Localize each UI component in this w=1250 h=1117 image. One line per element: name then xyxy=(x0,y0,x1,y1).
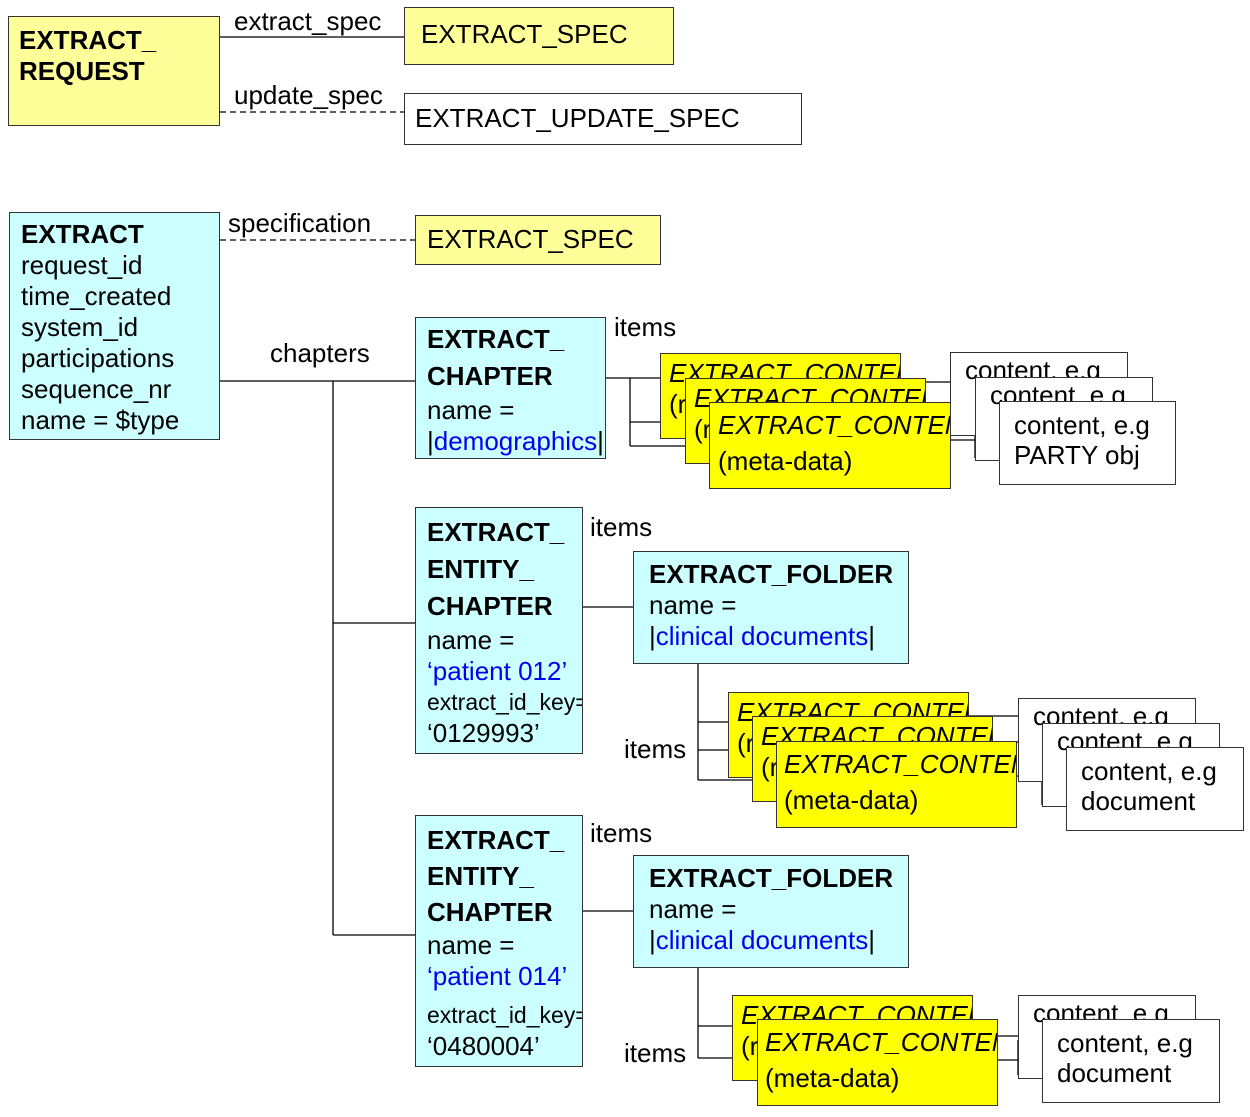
chapter-name-value: demographics xyxy=(433,426,598,456)
entity-chapter-1-title-line1: EXTRACT_ xyxy=(427,517,565,547)
update-spec-link-label: update_spec xyxy=(234,80,383,110)
chapters-link-label: chapters xyxy=(270,338,370,368)
folder-1-name-label: name = xyxy=(649,590,737,620)
chapter-payload-line2: PARTY obj xyxy=(1014,440,1140,470)
folder-2-content-front-title: EXTRACT_CONTENT xyxy=(765,1027,997,1057)
folder-2-payload-line2: document xyxy=(1057,1058,1172,1088)
folder-1-content-front-meta: (meta-data) xyxy=(784,785,919,815)
extract-spec-box[interactable]: EXTRACT_SPEC xyxy=(415,215,661,265)
extract-request-title-line1: EXTRACT_ xyxy=(19,25,157,55)
folder-2-content-back-meta: (r xyxy=(741,1031,759,1061)
extract-spec-box-top[interactable]: EXTRACT_SPEC xyxy=(404,7,674,65)
folder-2-items-label: items xyxy=(624,1038,687,1068)
chapter-content-box-front[interactable]: EXTRACT_CONTENT (meta-data) xyxy=(709,402,951,489)
extract-chapter-box[interactable]: EXTRACT_ CHAPTER name = |demographics| xyxy=(415,317,606,459)
chapter-content-back-meta: (r xyxy=(669,389,687,419)
chapter-content-front-meta: (meta-data) xyxy=(718,446,853,476)
entity-chapter-1-name-value: ‘patient 012’ xyxy=(427,656,568,686)
folder-2-title: EXTRACT_FOLDER xyxy=(649,863,894,893)
folder-2-content-box-front[interactable]: EXTRACT_CONTENT (meta-data) xyxy=(757,1019,998,1106)
entity-chapter-2-name-label: name = xyxy=(427,930,515,960)
folder-2-name-value: clinical documents xyxy=(655,925,869,955)
entity-chapter-1-title-line3: CHAPTER xyxy=(427,591,553,621)
chapter-payload-line1: content, e.g xyxy=(1014,410,1150,440)
entity-chapter-2-title-line3: CHAPTER xyxy=(427,897,553,927)
extract-request-title-line2: REQUEST xyxy=(19,56,145,86)
chapter-title-line1: EXTRACT_ xyxy=(427,324,565,354)
entity-chapter-1-title-line2: ENTITY_ xyxy=(427,554,534,584)
extract-attr-system-id: system_id xyxy=(21,312,139,342)
folder-2-name-label: name = xyxy=(649,894,737,924)
extract-attr-request-id: request_id xyxy=(21,250,143,280)
folder-box-1[interactable]: EXTRACT_FOLDER name = |clinical document… xyxy=(633,551,909,664)
folder-1-content-back-meta: (r xyxy=(737,728,755,758)
entity-chapter-box-2[interactable]: EXTRACT_ ENTITY_ CHAPTER name = ‘patient… xyxy=(415,815,583,1067)
chapter-content-middle-meta: (r xyxy=(694,414,712,444)
folder-2-content-front-meta: (meta-data) xyxy=(765,1063,900,1093)
folder-1-content-middle-meta: (r xyxy=(761,752,779,782)
entity-chapter-2-items-label: items xyxy=(590,818,653,848)
entity-chapter-1-key-label: extract_id_key= xyxy=(427,689,583,715)
extract-box[interactable]: EXTRACT request_id time_created system_i… xyxy=(9,212,220,440)
entity-chapter-1-items-label: items xyxy=(590,512,653,542)
entity-chapter-2-title-line2: ENTITY_ xyxy=(427,861,534,891)
chapter-name-label: name = xyxy=(427,395,515,425)
extract-title: EXTRACT xyxy=(21,219,144,249)
entity-chapter-2-name-value: ‘patient 014’ xyxy=(427,961,568,991)
chapter-payload-box-front[interactable]: content, e.g PARTY obj xyxy=(999,401,1176,485)
chapter-content-front-title: EXTRACT_CONTENT xyxy=(718,410,950,440)
folder-1-payload-line2: document xyxy=(1081,786,1196,816)
entity-chapter-box-1[interactable]: EXTRACT_ ENTITY_ CHAPTER name = ‘patient… xyxy=(415,507,583,754)
extract-attr-name: name = $type xyxy=(21,405,180,435)
entity-chapter-2-key-value: ‘0480004’ xyxy=(427,1031,540,1061)
folder-box-2[interactable]: EXTRACT_FOLDER name = |clinical document… xyxy=(633,855,909,968)
extract-attr-sequence-nr: sequence_nr xyxy=(21,374,172,404)
entity-chapter-1-name-label: name = xyxy=(427,625,515,655)
entity-chapter-2-title-line1: EXTRACT_ xyxy=(427,825,565,855)
folder-1-items-label: items xyxy=(624,734,687,764)
folder-1-content-front-title: EXTRACT_CONTENT xyxy=(784,749,1016,779)
chapter-title-line2: CHAPTER xyxy=(427,361,553,391)
extract-attr-participations: participations xyxy=(21,343,175,373)
entity-chapter-1-key-value: ‘0129993’ xyxy=(427,718,540,748)
chapter-items-label: items xyxy=(614,312,677,342)
folder-1-payload-box-front[interactable]: content, e.g document xyxy=(1066,747,1244,831)
folder-2-payload-box-front[interactable]: content, e.g document xyxy=(1042,1019,1220,1103)
folder-1-payload-line1: content, e.g xyxy=(1081,756,1217,786)
folder-1-content-box-front[interactable]: EXTRACT_CONTENT (meta-data) xyxy=(776,741,1017,828)
extract-attr-time-created: time_created xyxy=(21,281,172,311)
folder-1-title: EXTRACT_FOLDER xyxy=(649,559,894,589)
entity-chapter-2-key-label: extract_id_key= xyxy=(427,1002,583,1028)
folder-1-name-value: clinical documents xyxy=(655,621,869,651)
extract-request-box[interactable]: EXTRACT_ REQUEST xyxy=(8,16,220,126)
folder-2-payload-line1: content, e.g xyxy=(1057,1028,1193,1058)
extract-update-spec-box[interactable]: EXTRACT_UPDATE_SPEC xyxy=(404,93,802,145)
extract-spec-link-label: extract_spec xyxy=(234,6,382,36)
specification-link-label: specification xyxy=(228,208,372,238)
